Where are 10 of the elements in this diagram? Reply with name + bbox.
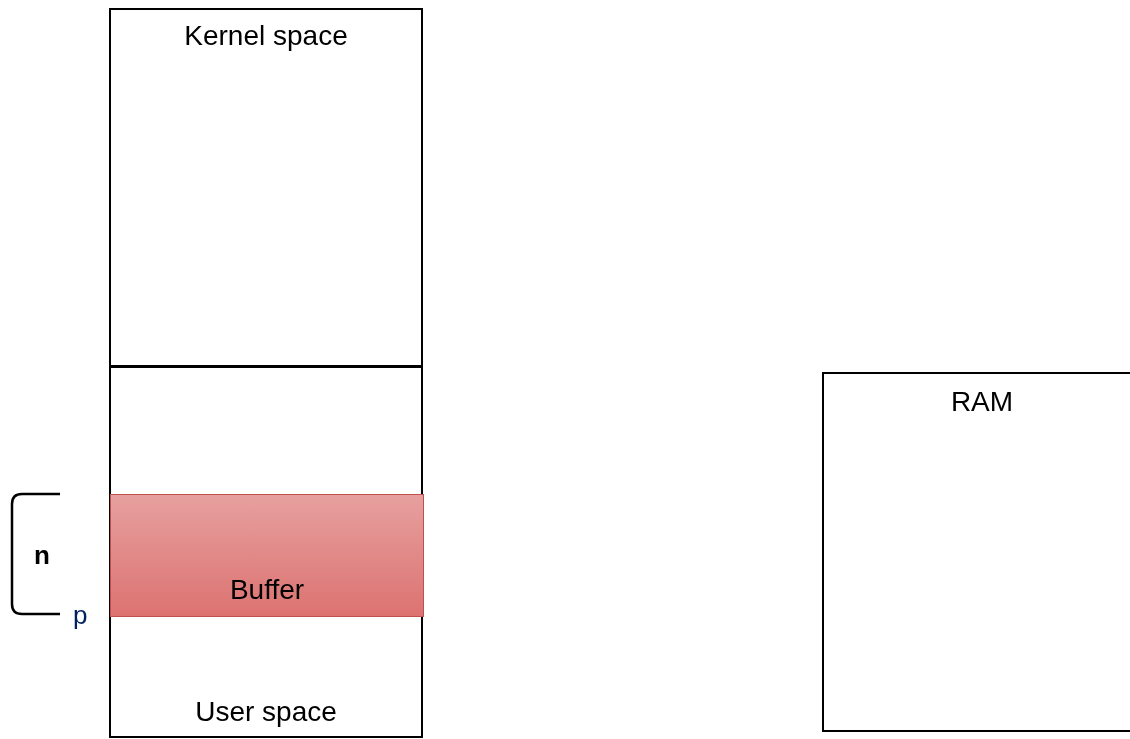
pointer-label: p (73, 600, 88, 631)
region-label: Kernel space (184, 20, 348, 52)
memory-region (109, 366, 423, 738)
region-label: Buffer (229, 574, 305, 606)
region-label: RAM (950, 386, 1014, 418)
ram-box (822, 372, 1130, 732)
region-label: User space (195, 696, 337, 728)
memory-region (109, 8, 423, 367)
buffer-region (110, 494, 424, 617)
size-label: n (34, 540, 50, 571)
